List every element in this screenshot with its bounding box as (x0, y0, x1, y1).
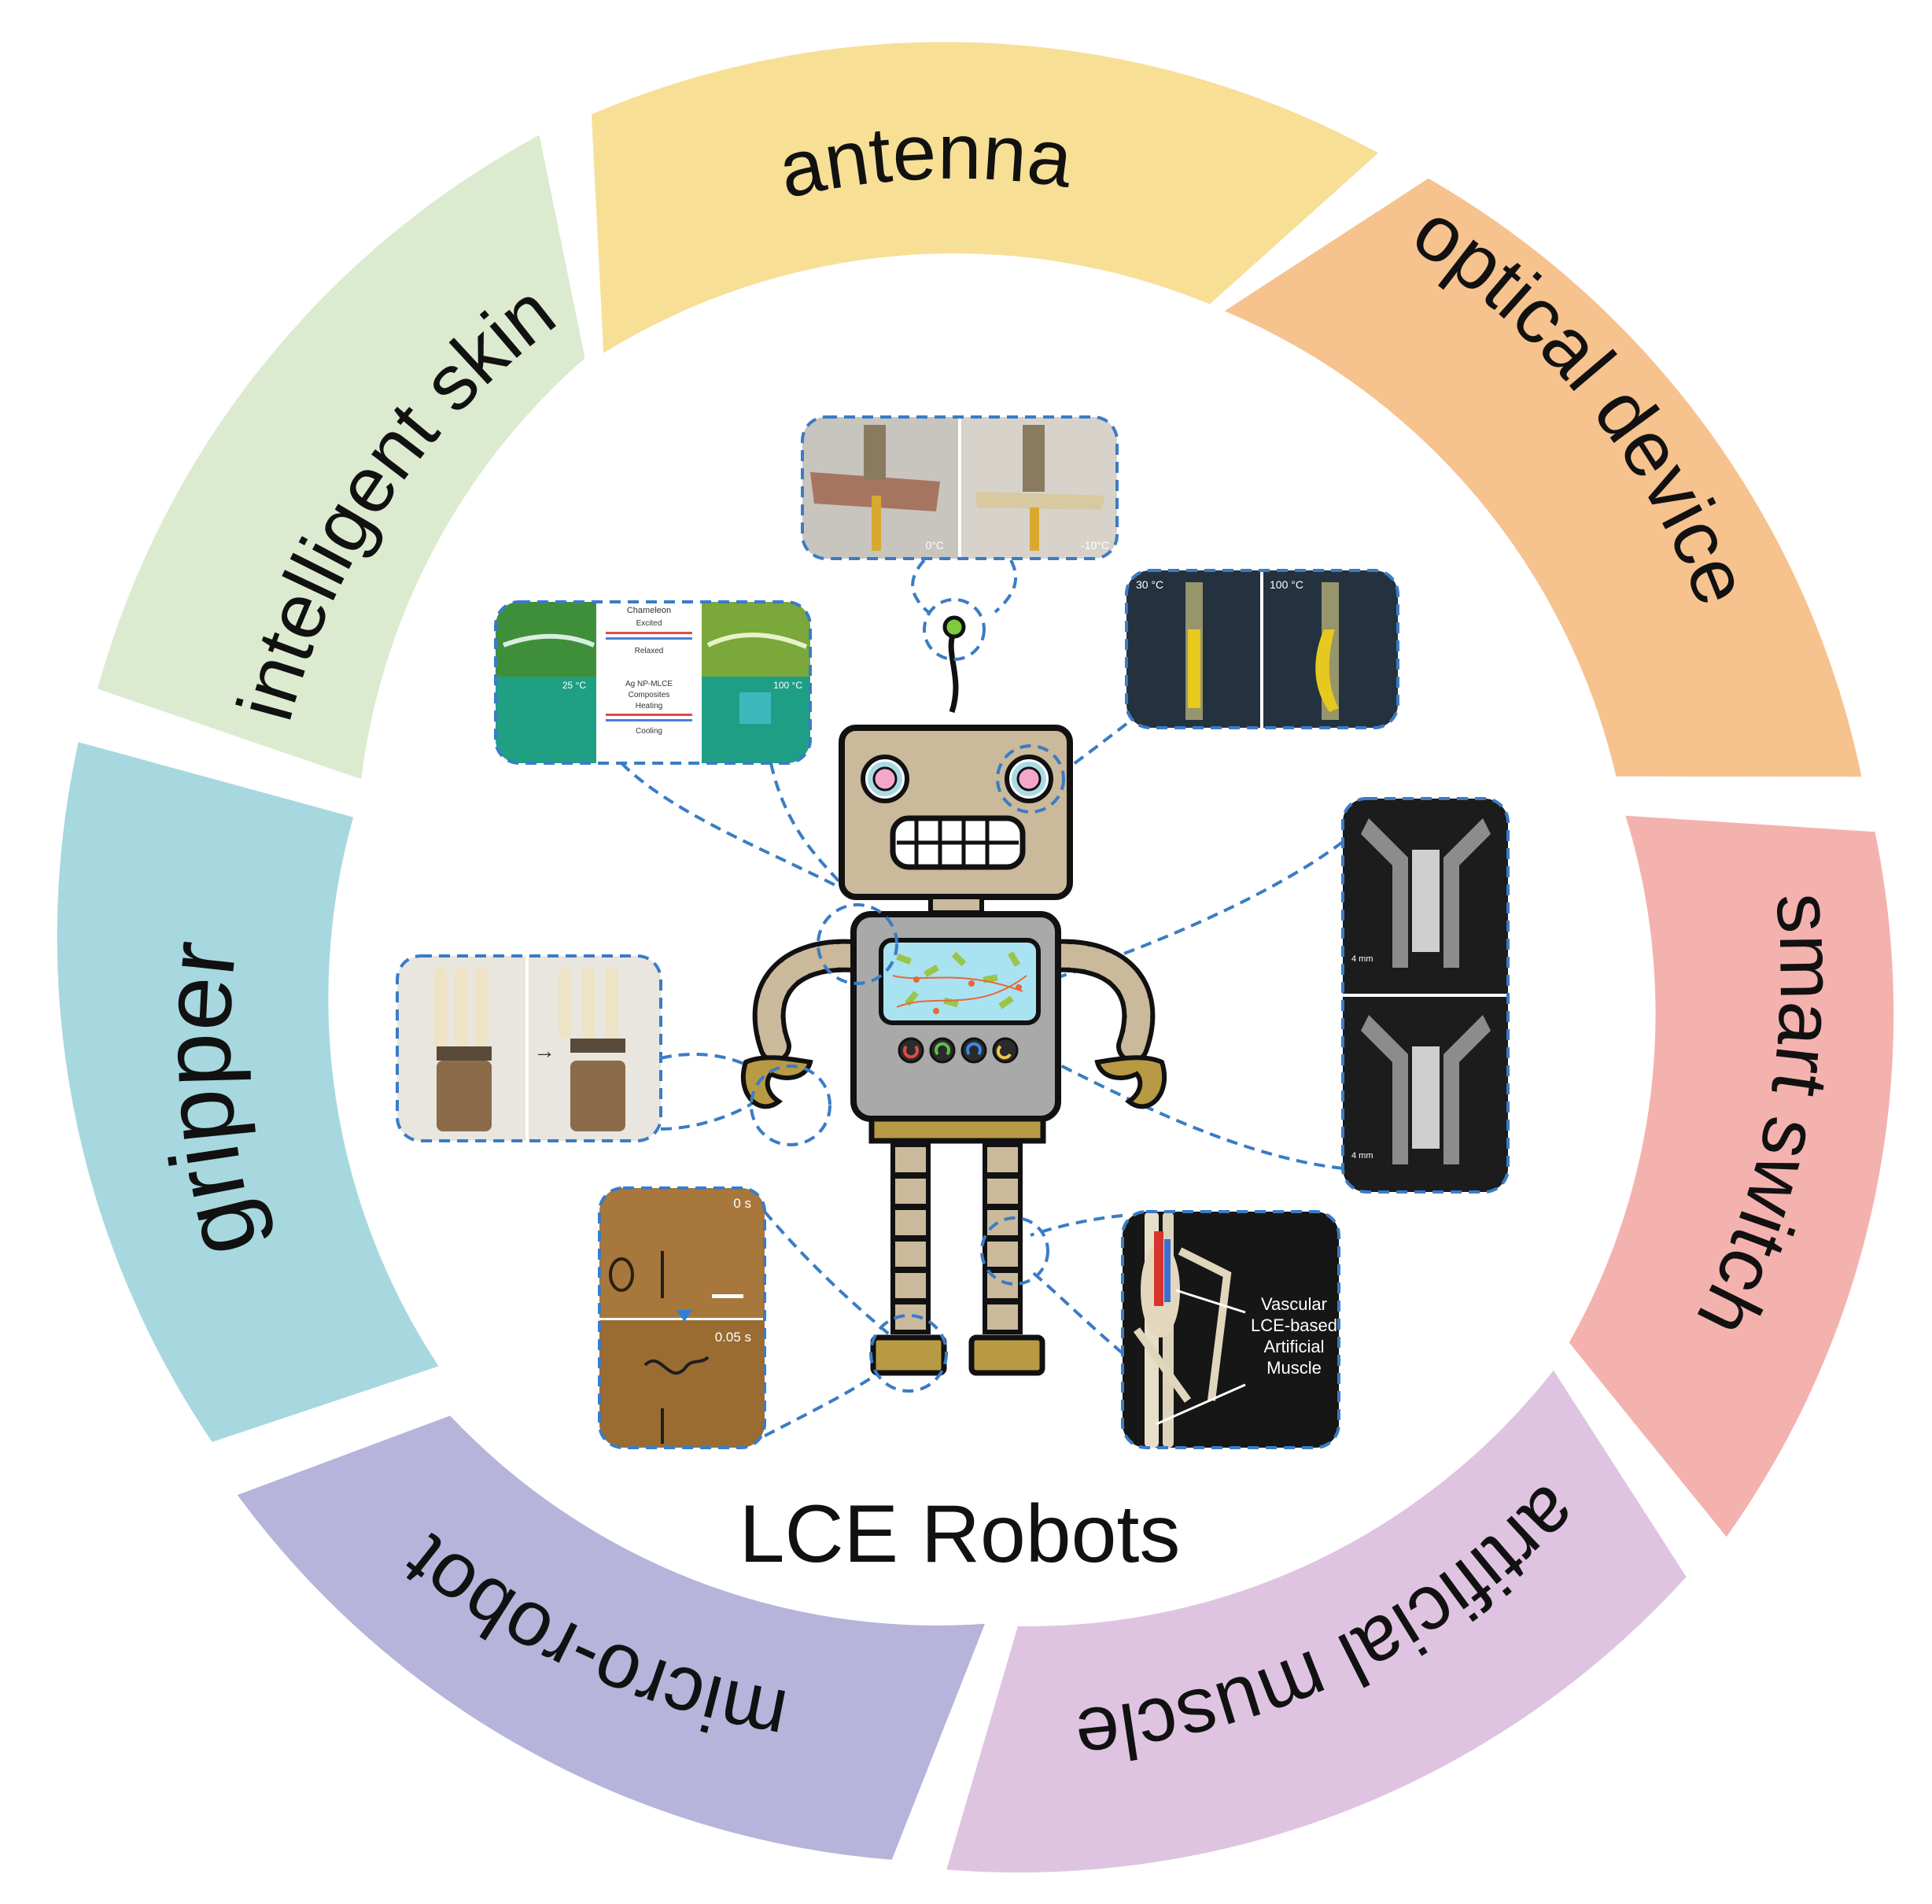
robot-left-foot (870, 1334, 947, 1376)
skin-row1: Excited (636, 619, 662, 628)
robot-right-leg (968, 1142, 1045, 1376)
optical-temp-right: 100 °C (1270, 578, 1303, 591)
muscle-line3: Artificial (1263, 1337, 1324, 1356)
ring-segment-smart-switch (1569, 815, 1894, 1537)
ring-segment-antenna (591, 42, 1379, 353)
robot-antenna-wire (948, 629, 959, 714)
robot-illustration (740, 598, 1167, 1393)
skin-temp-left: 25 °C (562, 680, 586, 691)
robot-antenna-tip (942, 615, 966, 639)
skin-temp-right: 100 °C (773, 680, 802, 691)
switch-scale-bottom: 4 mm (1351, 1151, 1373, 1160)
robot-buttons (898, 1037, 1019, 1064)
panel-smart-switch: 4 mm 4 mm (1341, 797, 1510, 1194)
skin-mid-label: Ag NP-MLCE (625, 680, 673, 688)
micro-time-top: 0 s (733, 1196, 751, 1211)
ring-segment-intelligent-skin (97, 135, 585, 780)
gripper-arrow: → (533, 1039, 555, 1063)
optical-temp-left: 30 °C (1136, 578, 1163, 591)
skin-row5: Cooling (636, 727, 662, 736)
antenna-temp-left: 0°C (926, 539, 945, 552)
panel-gripper: → (396, 954, 662, 1142)
ring-segment-optical-device (1224, 178, 1862, 777)
skin-row3: Composites (629, 691, 670, 699)
robot-left-leg (870, 1142, 947, 1376)
robot-left-claw (740, 1055, 813, 1109)
switch-scale-top: 4 mm (1351, 954, 1373, 964)
panel-antenna: 0°C -10°C (801, 415, 1119, 560)
ring-segment-gripper (57, 742, 439, 1442)
panel-intelligent-skin: Chameleon Excited Relaxed Ag NP-MLCE Com… (494, 600, 812, 765)
center-title: LCE Robots (739, 1489, 1181, 1580)
panel-micro-robot: 0 s 0.05 s (598, 1186, 766, 1449)
skin-row2: Relaxed (635, 647, 664, 655)
panel-artificial-muscle: Vascular LCE-based Artificial Muscle (1121, 1210, 1340, 1449)
muscle-line2: LCE-based (1251, 1315, 1337, 1335)
robot-waist (868, 1116, 1046, 1144)
muscle-line1: Vascular (1261, 1294, 1327, 1314)
robot-right-foot (968, 1334, 1045, 1376)
muscle-line4: Muscle (1266, 1358, 1322, 1378)
skin-row4: Heating (636, 702, 662, 710)
micro-time-bottom: 0.05 s (715, 1330, 751, 1345)
robot-chest-screen (879, 938, 1041, 1025)
ring-segment-artificial-muscle (946, 1370, 1687, 1873)
ring (57, 42, 1894, 1873)
ring-segment-micro-robot (237, 1415, 986, 1860)
panel-optical-device: 30 °C 100 °C (1125, 569, 1399, 729)
antenna-temp-right: -10°C (1081, 539, 1109, 552)
robot-chest-molecules (892, 951, 1027, 1014)
robot-right-claw (1094, 1055, 1167, 1109)
robot-right-arm (1038, 939, 1167, 1109)
skin-top-label: Chameleon (627, 606, 671, 615)
robot-left-arm (740, 939, 870, 1109)
